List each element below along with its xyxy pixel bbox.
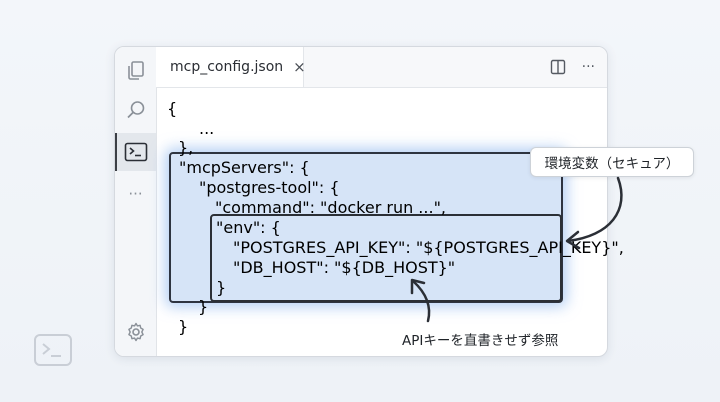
code-line: "DB_HOST": "${DB_HOST}" bbox=[233, 258, 456, 277]
activity-bar: ··· bbox=[115, 47, 157, 356]
code-line: { bbox=[167, 99, 178, 118]
reference-note: APIキーを直書きせず参照 bbox=[402, 333, 559, 349]
code-line: } bbox=[178, 317, 189, 336]
tab-title: mcp_config.json bbox=[170, 59, 284, 75]
env-var-callout: 環境変数（セキュア） bbox=[530, 147, 694, 177]
code-line: } bbox=[198, 297, 209, 316]
code-line: } bbox=[216, 278, 227, 297]
code-line: "POSTGRES_API_KEY": "${POSTGRES_API_KEY}… bbox=[233, 238, 624, 257]
terminal-button[interactable] bbox=[115, 133, 156, 171]
code-line: "command": "docker run ...", bbox=[215, 198, 447, 217]
files-icon bbox=[127, 61, 144, 80]
mcp-servers-highlight bbox=[169, 152, 563, 303]
tab-mcp-config[interactable]: mcp_config.json × bbox=[156, 47, 306, 87]
more-icon: ··· bbox=[128, 185, 143, 203]
close-icon[interactable]: × bbox=[293, 58, 306, 76]
more-actions-icon[interactable]: ··· bbox=[581, 59, 595, 75]
settings-button[interactable] bbox=[115, 313, 156, 351]
code-line: "mcpServers": { bbox=[179, 158, 310, 177]
search-icon bbox=[126, 101, 144, 119]
code-line: ... bbox=[199, 119, 215, 138]
more-button[interactable]: ··· bbox=[115, 175, 156, 213]
split-editor-icon[interactable] bbox=[550, 59, 566, 75]
code-line: }, bbox=[178, 138, 194, 157]
explorer-button[interactable] bbox=[115, 51, 156, 89]
terminal-icon bbox=[124, 142, 147, 162]
code-line: "postgres-tool": { bbox=[199, 178, 340, 197]
code-line: "env": { bbox=[216, 218, 281, 237]
env-highlight bbox=[210, 214, 562, 302]
search-button[interactable] bbox=[115, 91, 156, 129]
gear-icon bbox=[127, 322, 144, 342]
terminal-watermark-icon bbox=[34, 334, 72, 366]
tab-bar: mcp_config.json × ··· bbox=[156, 47, 607, 88]
